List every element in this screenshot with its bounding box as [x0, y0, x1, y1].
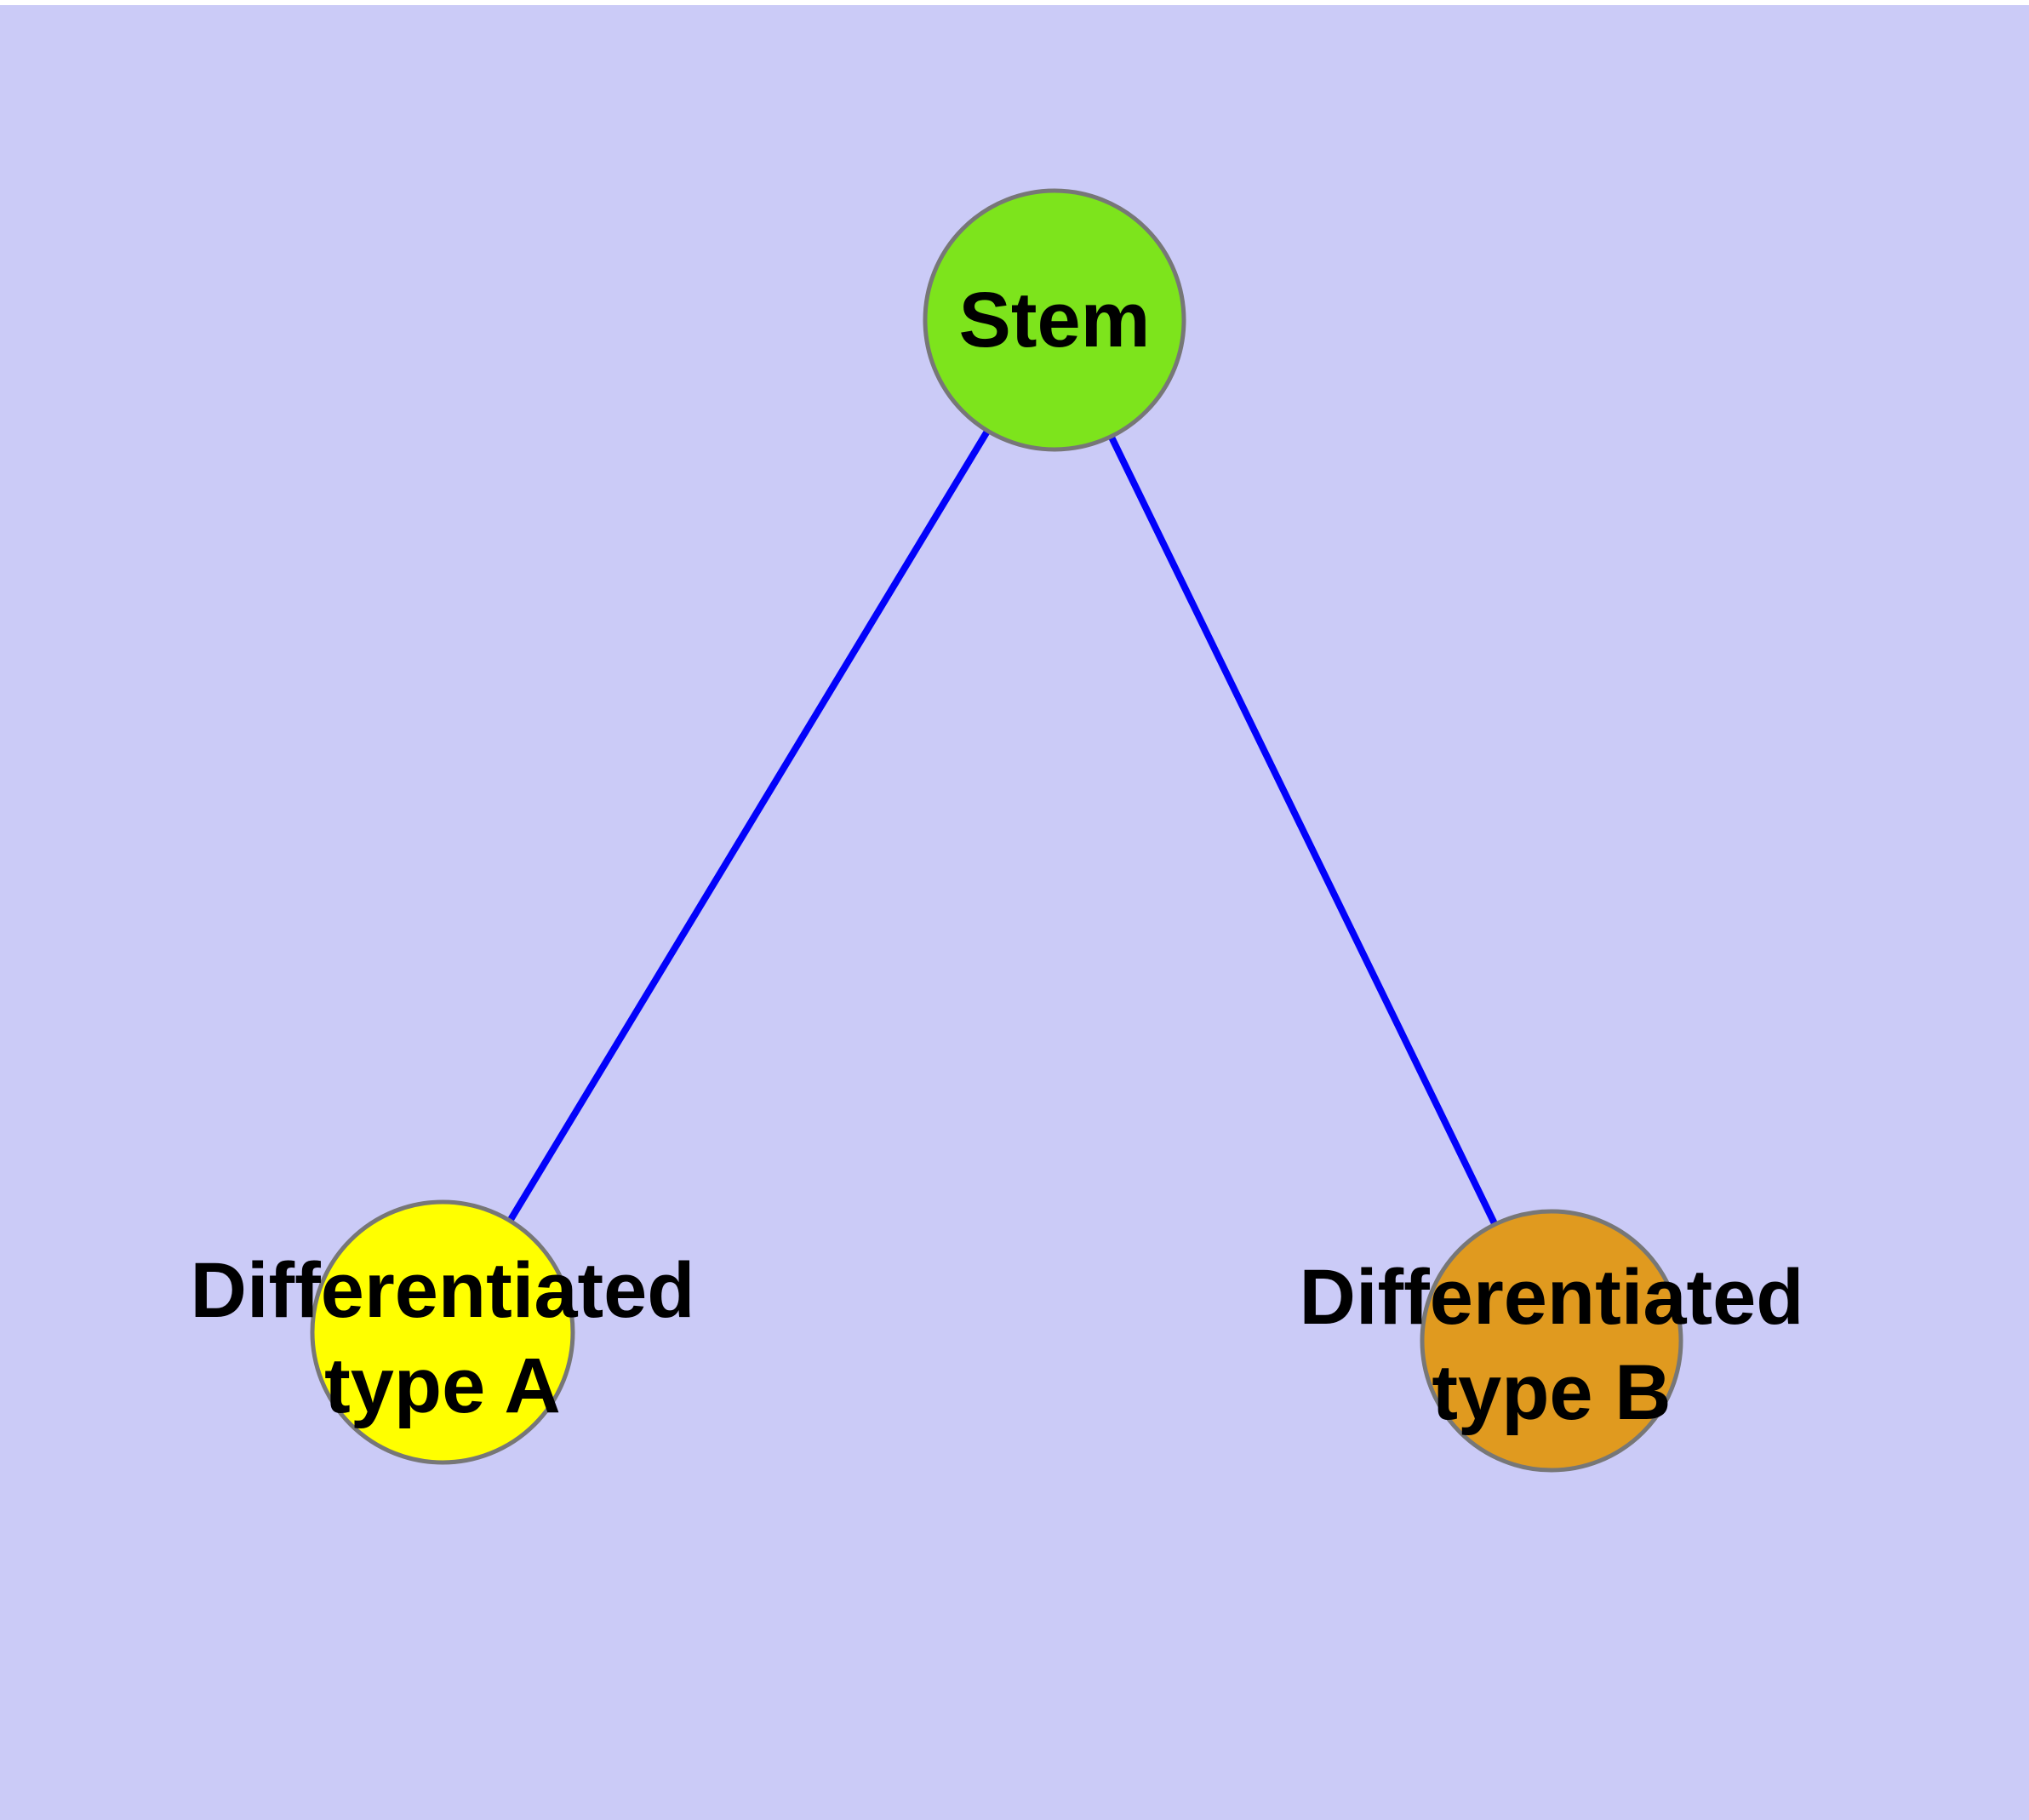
node-type-a-label: Differentiated type A [191, 1243, 695, 1434]
edge-stem-to-type-a [439, 318, 1058, 1335]
node-type-b-label: Differentiated type B [1300, 1250, 1804, 1440]
node-type-a-label-line1: Differentiated [190, 1247, 695, 1334]
node-stem-label: Stem [959, 272, 1151, 368]
node-type-b-circle [1420, 1209, 1683, 1473]
node-type-b-label-line2: type B [1432, 1349, 1672, 1436]
node-type-a-label-line2: type A [324, 1342, 561, 1429]
edge-stem-to-type-b [1051, 318, 1555, 1342]
plot-background: Stem Differentiated type A Differentiate… [0, 5, 2029, 1820]
node-type-a-circle [310, 1199, 575, 1465]
graph-svg [310, 188, 1683, 1473]
node-stem-label-text: Stem [958, 277, 1151, 363]
node-type-b-label-line1: Differentiated [1299, 1254, 1804, 1341]
node-stem-circle [923, 188, 1186, 452]
